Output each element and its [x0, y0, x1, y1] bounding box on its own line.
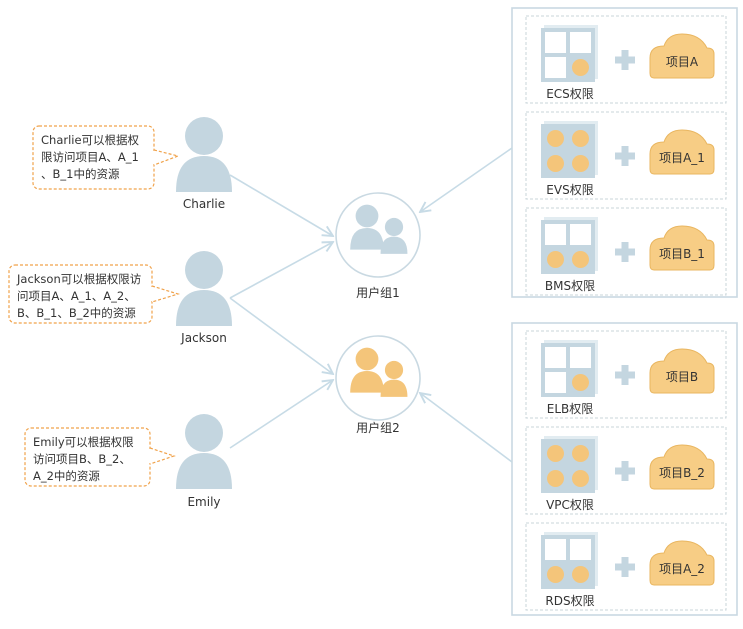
- connectors: [229, 147, 513, 463]
- permission-row: 项目A ECS权限: [525, 15, 727, 104]
- plus-icon: [615, 461, 635, 481]
- plus-icon: [615, 50, 635, 70]
- note-text: 访问项目B、B_2、: [33, 452, 131, 466]
- project-cloud-icon: [649, 225, 715, 271]
- plus-icon: [615, 146, 635, 166]
- panel1-to-group1-arrow: [420, 147, 513, 212]
- project-label: 项目B_2: [659, 466, 705, 480]
- rds-icon: [541, 532, 598, 589]
- charlie-to-group1-arrow: [229, 174, 333, 236]
- project-cloud-icon: [649, 540, 715, 586]
- user-group-1: 用户组1: [335, 192, 421, 300]
- service-permission-label: ELB权限: [547, 402, 594, 416]
- note-text: Charlie可以根据权: [41, 133, 140, 147]
- user-name: Jackson: [180, 331, 227, 345]
- jackson-to-group2-arrow: [229, 297, 333, 374]
- vpc-icon: [541, 436, 598, 493]
- user-name: Emily: [187, 495, 220, 509]
- bms-icon: [541, 217, 598, 274]
- note-text: B、B_1、B_2中的资源: [17, 306, 136, 320]
- project-cloud-icon: [649, 129, 715, 175]
- note-text: 、B_1中的资源: [41, 167, 120, 181]
- plus-icon: [615, 557, 635, 577]
- orange-user-group-icon: [335, 335, 421, 421]
- service-permission-label: BMS权限: [545, 279, 595, 293]
- project-label: 项目B_1: [659, 247, 705, 261]
- project-label: 项目B: [666, 370, 698, 384]
- note-text: Jackson可以根据权限访: [16, 272, 141, 286]
- blue-user-group-icon: [335, 192, 421, 278]
- note-text: A_2中的资源: [33, 469, 100, 483]
- permission-row: 项目B ELB权限: [525, 330, 727, 419]
- user-group-label: 用户组1: [356, 285, 400, 300]
- user-emily: Emily: [176, 414, 232, 509]
- person-icon: [176, 414, 232, 489]
- user-group-label: 用户组2: [356, 420, 400, 435]
- emily-to-group2-arrow: [229, 380, 333, 449]
- project-label: 项目A_2: [659, 562, 705, 576]
- note-text: 问项目A、A_1、A_2、: [17, 289, 136, 303]
- service-permission-label: ECS权限: [546, 87, 594, 101]
- ecs-icon: [541, 25, 598, 82]
- project-cloud-icon: [649, 348, 715, 394]
- permission-panels: 项目AECS权限项目A_1EVS权限项目B_1BMS权限项目BELB权限项目B_…: [511, 7, 738, 616]
- plus-icon: [615, 365, 635, 385]
- project-cloud-icon: [649, 444, 715, 490]
- user-jackson: Jackson: [176, 251, 232, 345]
- project-label: 项目A_1: [659, 151, 705, 165]
- user-group-2: 用户组2: [335, 335, 421, 435]
- project-cloud-icon: [649, 33, 715, 79]
- note-text: 限访问项目A、A_1: [41, 150, 139, 164]
- elb-icon: [541, 340, 598, 397]
- evs-icon: [541, 121, 598, 178]
- note-text: Emily可以根据权限: [33, 435, 134, 449]
- service-permission-label: VPC权限: [546, 498, 594, 512]
- person-icon: [176, 117, 232, 192]
- service-permission-label: EVS权限: [546, 183, 593, 197]
- user-charlie: Charlie: [176, 117, 232, 211]
- plus-icon: [615, 242, 635, 262]
- person-icon: [176, 251, 232, 326]
- user-groups: 用户组1 用户组2: [335, 192, 421, 435]
- project-label: 项目A: [666, 55, 699, 69]
- user-name: Charlie: [183, 197, 225, 211]
- panel2-to-group2-arrow: [420, 393, 513, 463]
- jackson-to-group1-arrow: [229, 242, 333, 299]
- service-permission-label: RDS权限: [545, 594, 594, 608]
